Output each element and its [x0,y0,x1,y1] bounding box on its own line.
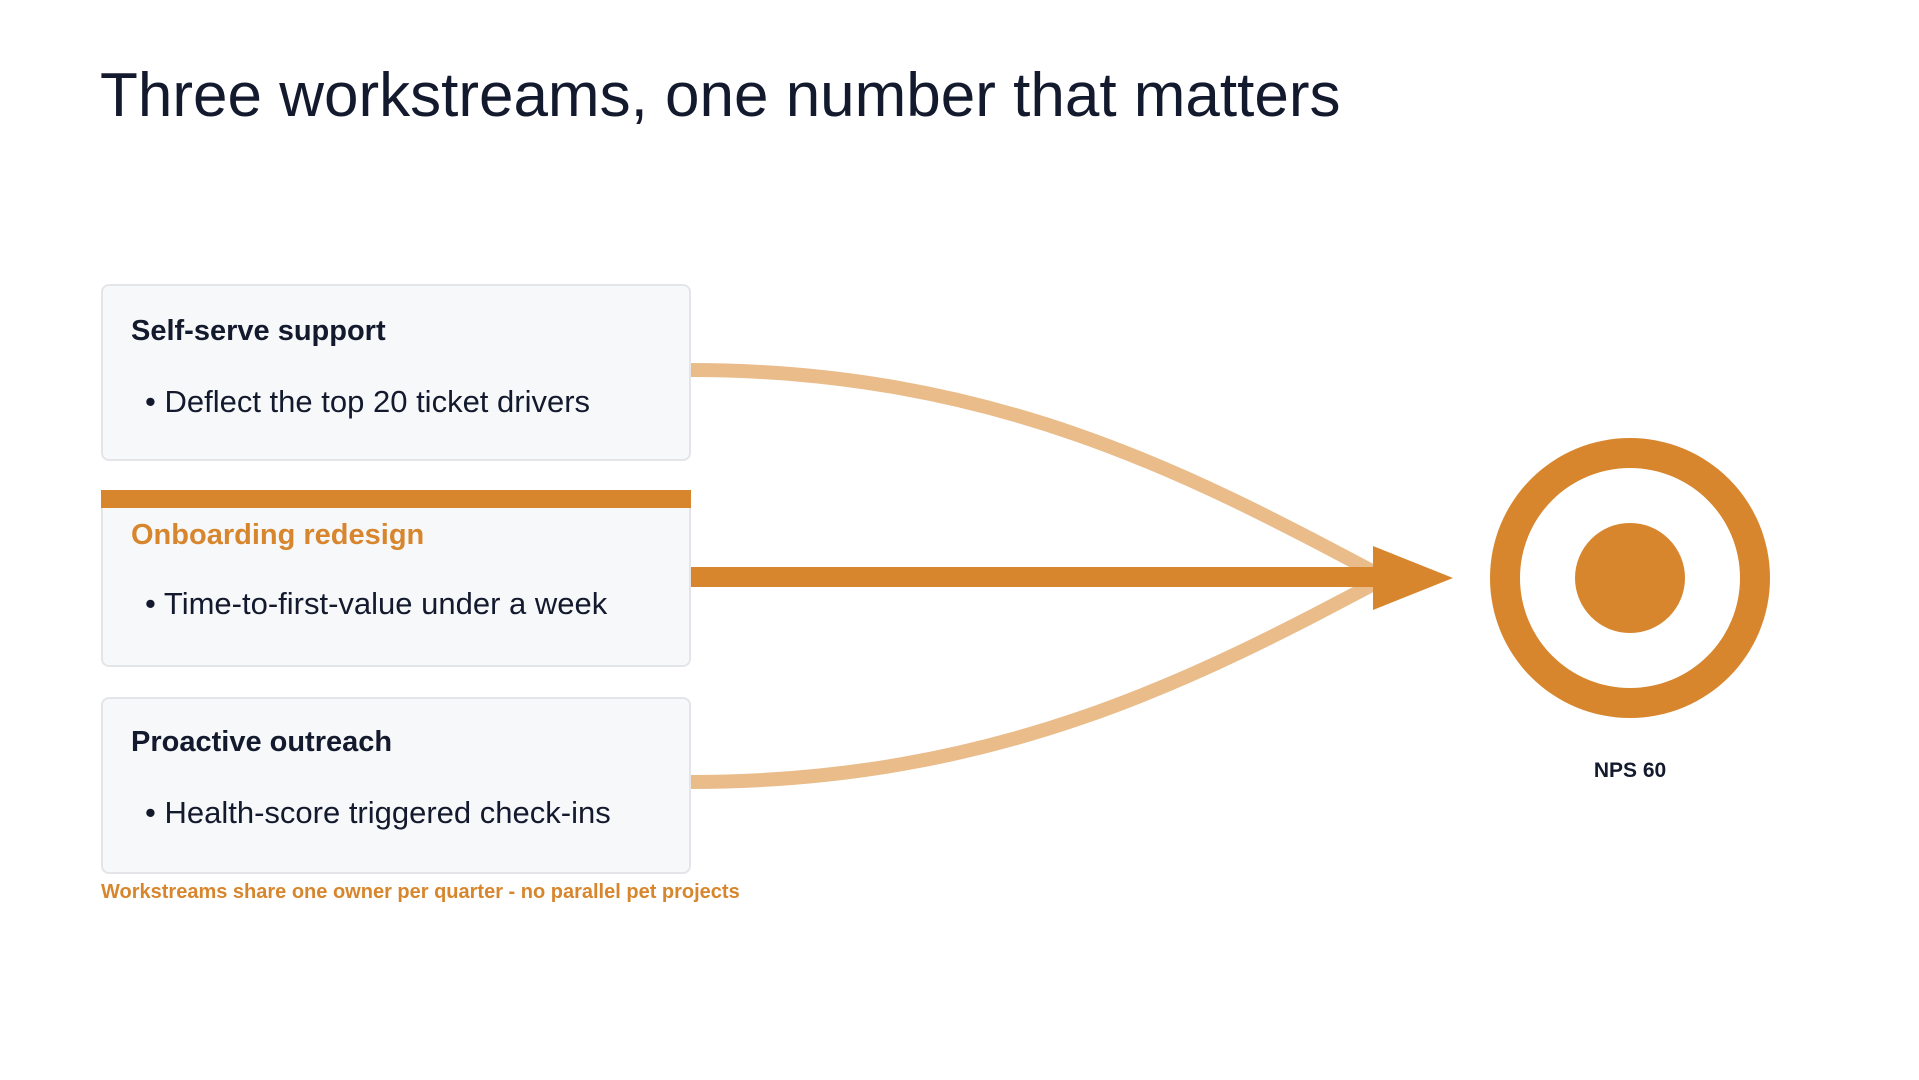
workstream-bullet: • Deflect the top 20 ticket drivers [145,384,591,419]
workstream-card-proactive: Proactive outreach • Health-score trigge… [101,697,691,874]
workstream-card-accent-bar [101,490,691,508]
workstream-title: Proactive outreach [131,726,393,758]
target-icon [1490,438,1770,718]
workstream-bullet: • Health-score triggered check-ins [145,795,611,830]
arrow-head-icon [1373,546,1453,610]
workstream-title: Self-serve support [131,315,386,347]
workstream-card-self-serve: Self-serve support • Deflect the top 20 … [101,284,691,461]
target-label: NPS 60 [1593,759,1667,782]
footnote: Workstreams share one owner per quarter … [101,881,740,903]
connector-proactive [689,571,1389,789]
slide-title: Three workstreams, one number that matte… [100,61,1341,130]
connector-self-serve [689,363,1389,585]
workstream-card-onboarding: Onboarding redesign • Time-to-first-valu… [101,508,691,667]
workstream-bullet: • Time-to-first-value under a week [145,586,608,621]
workstream-title: Onboarding redesign [131,519,425,551]
